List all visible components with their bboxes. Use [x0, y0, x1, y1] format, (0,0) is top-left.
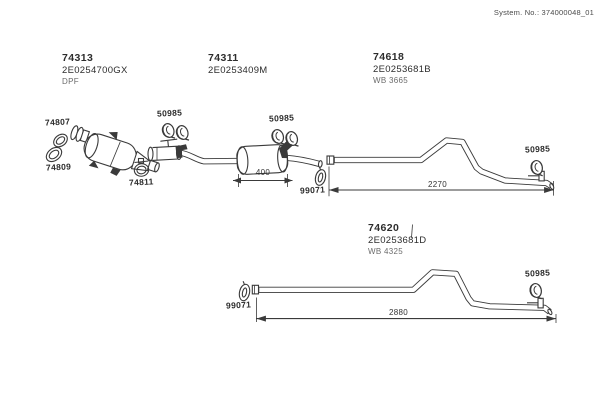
rear-pipe-short-drawing — [326, 137, 555, 190]
part-ref: 74620 — [368, 222, 400, 234]
dimension-400-drawing — [233, 174, 293, 187]
callout-front-gasket: 74807 — [44, 116, 71, 128]
part-ref: 74313 — [62, 52, 94, 64]
part-ref: 74311 — [208, 52, 239, 64]
part-block-center-muffler: 74311 2E0253409M — [208, 52, 268, 78]
callout-rear-hanger: 99071 — [225, 299, 252, 311]
callout-dpf-clamp: 74811 — [128, 176, 154, 188]
dimension-rear-pipe-short: 2270 — [428, 180, 447, 189]
center-muffler-drawing — [236, 140, 294, 175]
callout-rear-short-clamp: 50985 — [524, 143, 551, 155]
clamps-50985-drawing — [159, 121, 545, 302]
part-code: 2E0254700GX — [62, 64, 128, 76]
callout-muffler-clamps: 50985 — [268, 112, 295, 124]
part-code: 2E0253409M — [208, 64, 268, 76]
system-number: System. No.: 374000048_01 — [493, 8, 594, 17]
part-block-rear-pipe-short: 74618 2E0253681B WB 3665 — [373, 51, 431, 86]
callout-front-hanger: 99071 — [299, 184, 326, 196]
part-ref: 74618 — [373, 51, 405, 63]
callout-rear-gasket: 74809 — [45, 161, 72, 173]
part-note: WB 3665 — [373, 76, 409, 86]
part-code: 2E0253681B — [373, 63, 431, 75]
dpf-clamp-drawing — [133, 157, 150, 177]
dimension-2880-drawing — [255, 297, 557, 323]
dimension-muffler-length: 400 — [255, 168, 271, 177]
part-note: DPF — [62, 77, 79, 87]
flex-pipe-drawing — [147, 138, 239, 165]
rear-pipe-long-drawing — [251, 269, 553, 316]
part-note: WB 4325 — [368, 247, 404, 257]
callout-mid-clamps: 50985 — [156, 107, 183, 119]
callout-rear-long-clamp: 50985 — [524, 267, 551, 279]
tail-pipe-drawing — [285, 154, 323, 168]
hanger-ring-rear-drawing — [238, 281, 251, 302]
part-block-rear-pipe-long: 74620 2E0253681D WB 4325 — [368, 222, 427, 257]
label-leader-line — [411, 224, 413, 238]
hanger-ring-front-drawing — [314, 166, 327, 186]
part-code: 2E0253681D — [368, 234, 427, 246]
dimension-rear-pipe-long: 2880 — [389, 308, 408, 317]
part-block-dpf: 74313 2E0254700GX DPF — [62, 52, 128, 87]
front-gaskets-drawing — [45, 133, 68, 163]
